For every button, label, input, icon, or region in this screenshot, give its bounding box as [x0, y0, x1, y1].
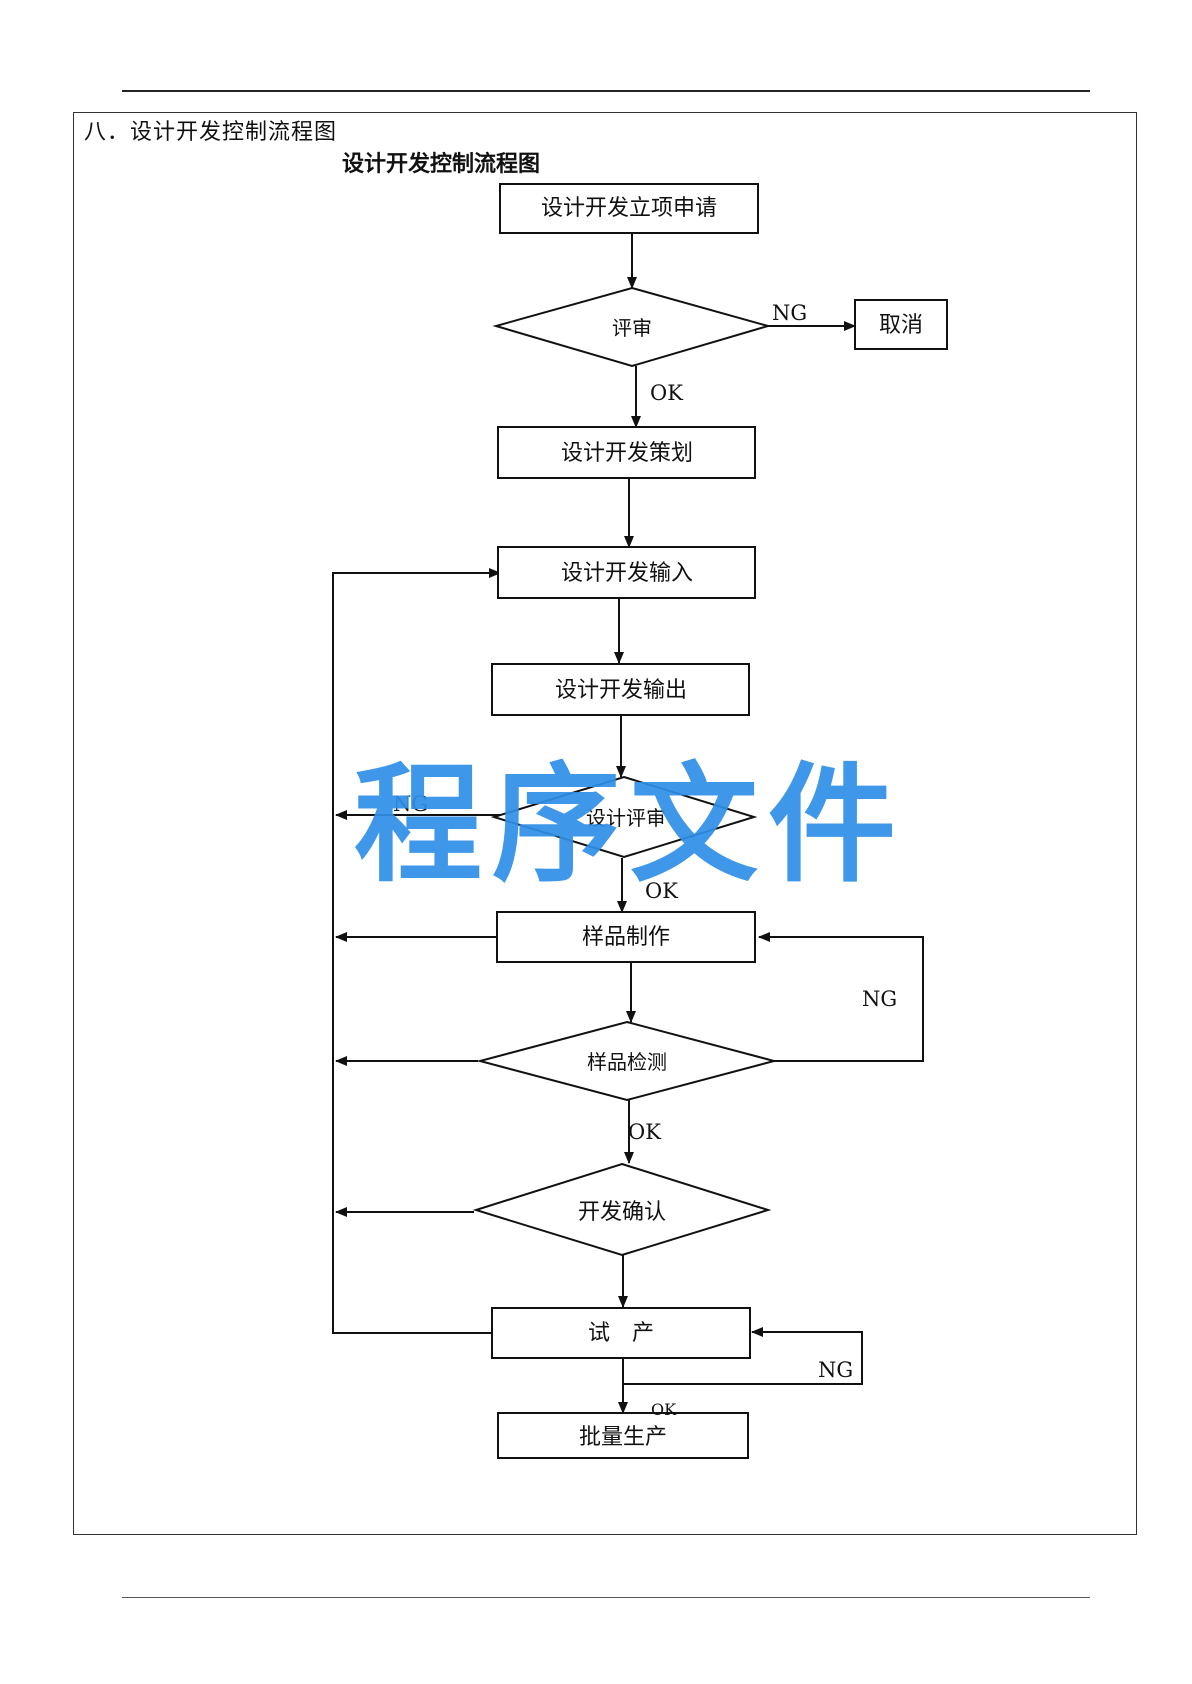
edge-label-review-ng: NG: [772, 301, 807, 325]
node-apply-box: [499, 183, 759, 234]
node-design-review-label: 设计评审: [586, 806, 666, 830]
edge-label-sample-test-ng: NG: [862, 987, 897, 1011]
node-sample-make-box: [496, 911, 756, 963]
watermark-text: 程序文件: [354, 751, 907, 900]
feedback-bus-left: [332, 568, 501, 1334]
node-apply-label: 设计开发立项申请: [541, 196, 717, 221]
node-sample-test-label: 样品检测: [587, 1050, 667, 1074]
section-heading: 八．设计开发控制流程图: [84, 120, 338, 145]
edge-sample-test-ng: [758, 932, 924, 1062]
node-cancel-box: [854, 299, 948, 350]
node-mass-box: [497, 1412, 749, 1459]
header-rule: [122, 90, 1090, 92]
edge-label-design-review-ok: OK: [645, 879, 678, 903]
node-output-box: [491, 663, 750, 716]
flowchart-title: 设计开发控制流程图: [342, 152, 541, 177]
node-review-label: 评审: [612, 316, 652, 340]
node-planning-label: 设计开发策划: [561, 441, 693, 466]
node-input-box: [497, 546, 756, 599]
node-review-diamond: [492, 286, 772, 368]
edge-label-design-review-ng: NG: [393, 792, 428, 816]
edge-label-trial-ok: OK: [651, 1400, 677, 1419]
node-trial-box: [491, 1307, 751, 1359]
content-frame: [73, 112, 1137, 1535]
node-dev-confirm-diamond: [472, 1162, 772, 1257]
footer-rule: [122, 1597, 1090, 1598]
node-cancel-label: 取消: [879, 313, 923, 338]
node-dev-confirm-label: 开发确认: [578, 1200, 666, 1225]
node-design-review-diamond: [490, 775, 758, 859]
edge-trial-ng: [623, 1327, 863, 1385]
edge-label-review-ok: OK: [650, 381, 683, 405]
node-input-label: 设计开发输入: [561, 561, 693, 586]
node-output-label: 设计开发输出: [555, 678, 687, 703]
node-trial-label: 试 产: [588, 1321, 654, 1346]
node-mass-label: 批量生产: [579, 1425, 667, 1450]
edge-label-trial-ng: NG: [818, 1358, 853, 1382]
edge-label-sample-test-ok: OK: [628, 1120, 661, 1144]
node-sample-make-label: 样品制作: [582, 925, 670, 950]
node-planning-box: [497, 426, 756, 479]
node-sample-test-diamond: [476, 1020, 778, 1102]
